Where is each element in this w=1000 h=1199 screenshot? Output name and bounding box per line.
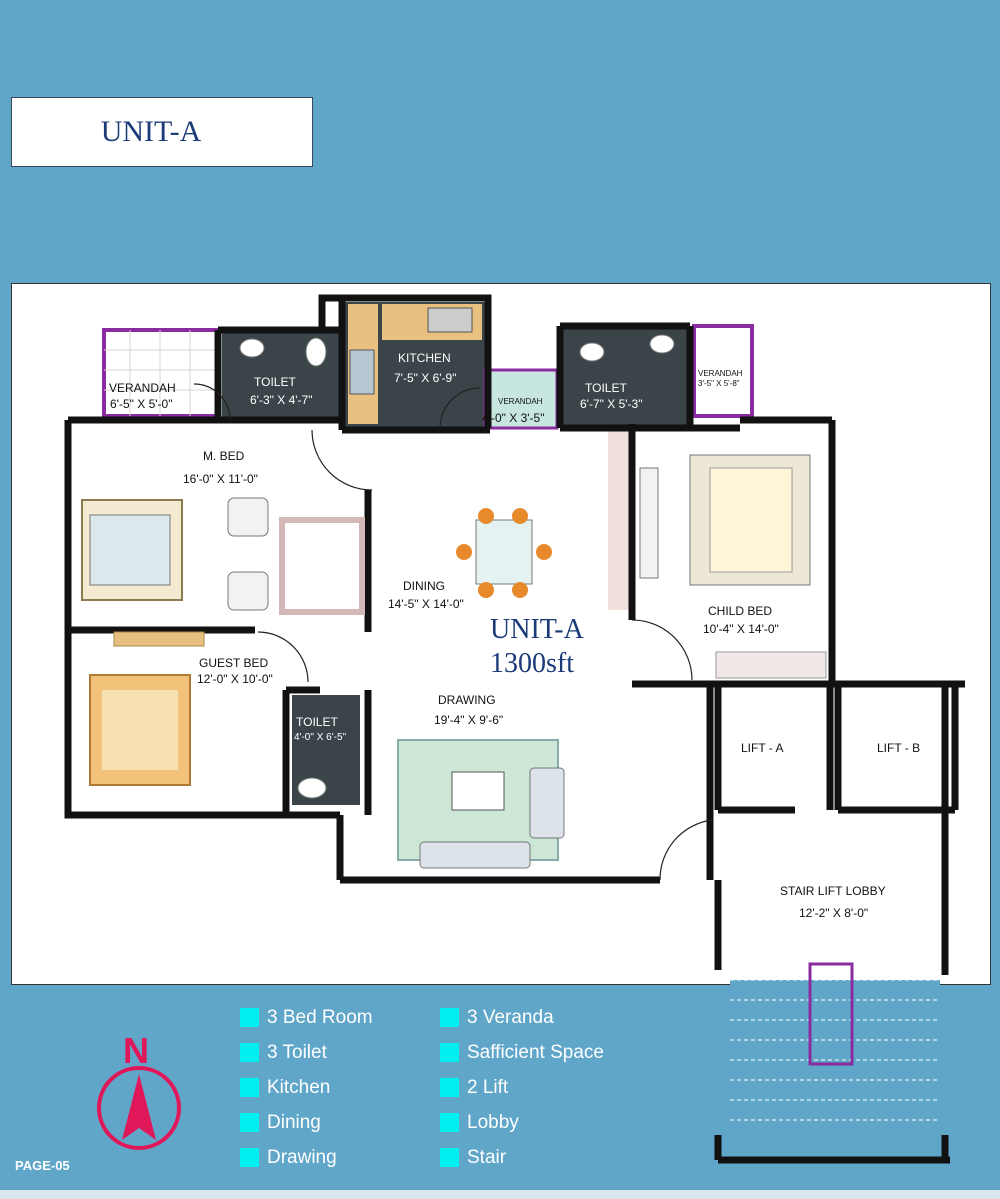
page-number: PAGE-05 [15, 1158, 70, 1173]
legend-label: Drawing [267, 1146, 337, 1168]
room-lift-b-name: LIFT - B [877, 741, 920, 755]
room-toilet-3-name: TOILET [296, 715, 338, 729]
room-toilet-1-name: TOILET [254, 375, 296, 389]
room-mbed-size: 16'-0" X 11'-0" [183, 472, 258, 486]
legend-marker-icon [240, 1008, 259, 1027]
verandah-left-floor [102, 328, 220, 418]
room-drawing-name: DRAWING [438, 693, 496, 707]
legend-marker-icon [440, 1148, 459, 1167]
legend-label: Kitchen [267, 1076, 331, 1098]
room-mbed-name: M. BED [203, 449, 245, 463]
room-toilet-1-size: 6'-3" X 4'-7" [250, 393, 312, 407]
verandah-left-tiles [104, 330, 218, 416]
room-lift-a-name: LIFT - A [741, 741, 783, 755]
legend-label: 2 Lift [467, 1076, 509, 1098]
furniture [81, 307, 827, 869]
legend-item: Drawing [240, 1140, 373, 1175]
legend-column-2: 3 Veranda Safficient Space 2 Lift Lobby … [440, 1000, 604, 1175]
legend-item: Dining [240, 1105, 373, 1140]
legend-item: 3 Toilet [240, 1035, 373, 1070]
legend-marker-icon [240, 1148, 259, 1167]
room-labels: VERANDAH 6'-5" X 5'-0" TOILET 6'-3" X 4'… [109, 351, 920, 920]
room-kitchen-name: KITCHEN [398, 351, 451, 365]
legend-item: Safficient Space [440, 1035, 604, 1070]
page-title: UNIT-A [100, 115, 202, 148]
room-childbed-name: CHILD BED [708, 604, 772, 618]
room-dining-name: DINING [403, 579, 445, 593]
north-compass: N [97, 1030, 181, 1150]
room-guestbed-size: 12'-0" X 10'-0" [197, 672, 273, 686]
room-lobby-name: STAIR LIFT LOBBY [780, 884, 886, 898]
legend-label: 3 Veranda [467, 1006, 554, 1028]
legend-label: 3 Toilet [267, 1041, 327, 1063]
legend-label: Stair [467, 1146, 507, 1168]
legend-label: 3 Bed Room [267, 1006, 373, 1028]
walls [64, 294, 965, 1164]
room-drawing-size: 19'-4" X 9'-6" [434, 713, 503, 727]
unit-area-label: 1300sft [490, 648, 574, 679]
legend-marker-icon [440, 1008, 459, 1027]
legend-column-1: 3 Bed Room 3 Toilet Kitchen Dining Drawi… [240, 1000, 373, 1175]
legend-item: 3 Bed Room [240, 1000, 373, 1035]
legend-label: Dining [267, 1111, 321, 1133]
room-toilet-3-size: 4'-0" X 6'-5" [294, 732, 347, 743]
title-box: UNIT-A [11, 97, 313, 167]
room-kitchen-size: 7'-5" X 6'-9" [394, 371, 456, 385]
room-verandah-2-size: 4'-0" X 3'-5" [482, 411, 544, 425]
legend-item: 2 Lift [440, 1070, 604, 1105]
legend-label: Lobby [467, 1111, 519, 1133]
legend-item: Kitchen [240, 1070, 373, 1105]
room-lobby-size: 12'-2" X 8'-0" [799, 906, 868, 920]
room-dining-size: 14'-5" X 14'-0" [388, 597, 464, 611]
room-childbed-size: 10'-4" X 14'-0" [703, 622, 779, 636]
unit-name-label: UNIT-A [490, 614, 585, 645]
legend-item: 3 Veranda [440, 1000, 604, 1035]
bottom-strip [0, 1190, 1000, 1199]
legend-marker-icon [440, 1113, 459, 1132]
legend-marker-icon [440, 1078, 459, 1097]
room-verandah-3-name: VERANDAH [698, 369, 743, 378]
door-swings [193, 383, 713, 881]
legend-item: Stair [440, 1140, 604, 1175]
room-verandah-1-name: VERANDAH [109, 381, 176, 395]
room-guestbed-name: GUEST BED [199, 656, 268, 670]
legend-marker-icon [240, 1113, 259, 1132]
legend-marker-icon [440, 1043, 459, 1062]
dining-wall-panel [608, 430, 632, 610]
room-verandah-1-size: 6'-5" X 5'-0" [110, 397, 172, 411]
legend-marker-icon [240, 1043, 259, 1062]
legend-marker-icon [240, 1078, 259, 1097]
room-toilet-2-name: TOILET [585, 381, 627, 395]
staircase [730, 962, 940, 1130]
legend-item: Lobby [440, 1105, 604, 1140]
room-verandah-2-name: VERANDAH [498, 397, 543, 406]
verandah-right-floor [692, 324, 754, 418]
compass-north-label: N [123, 1030, 149, 1071]
legend-label: Safficient Space [467, 1041, 604, 1063]
room-verandah-3-size: 3'-5" X 5'-8" [698, 379, 740, 388]
room-toilet-2-size: 6'-7" X 5'-3" [580, 397, 642, 411]
